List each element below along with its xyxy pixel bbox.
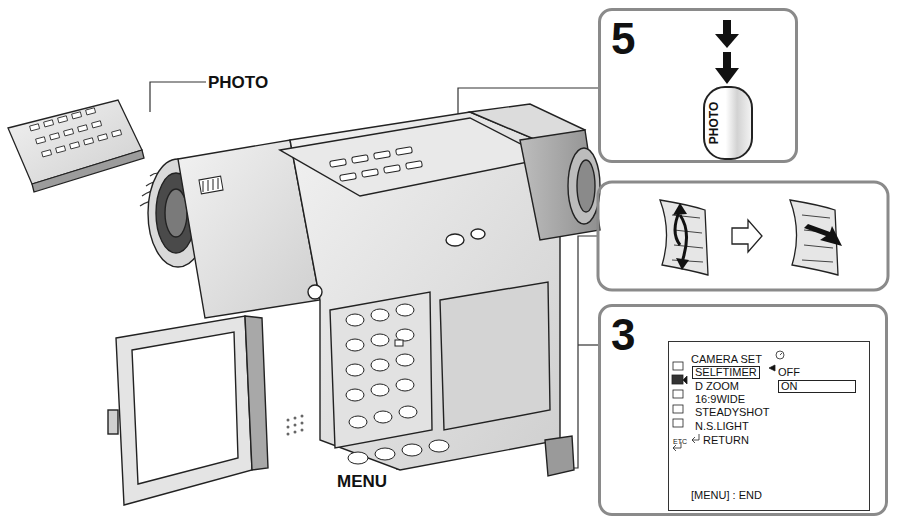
- menu-item: SELFTIMER: [692, 366, 760, 379]
- step-number: 5: [611, 17, 635, 61]
- menu-icons: [672, 351, 784, 451]
- menu-item: N.S.LIGHT: [695, 421, 749, 432]
- menu-option: ON: [778, 380, 856, 393]
- callout-label: PHOTO: [208, 74, 268, 91]
- step-panel: PHOTO 5: [598, 8, 798, 163]
- menu-screen: CAMERA SETSELFTIMER OFF ON D ZOOM 16:9WIDE ST…: [668, 341, 870, 511]
- menu-item: D ZOOM: [695, 381, 739, 392]
- menu-item: STEADYSHOT: [695, 407, 770, 418]
- menu-item: 16:9WIDE: [695, 394, 745, 405]
- photo-button: PHOTO: [703, 86, 753, 160]
- lcd-panel: [108, 316, 268, 505]
- step-number: 3: [611, 313, 635, 357]
- callout-label: MENU: [337, 473, 387, 490]
- menu-item: RETURN: [703, 435, 749, 446]
- step-panel: CAMERA SETSELFTIMER OFF ON D ZOOM 16:9WIDE ST…: [598, 304, 888, 516]
- dial-panel: [598, 182, 888, 290]
- menu-hint: [MENU] : END: [691, 490, 762, 501]
- menu-title: CAMERA SET: [691, 354, 762, 365]
- menu-icon-label: ETC: [673, 438, 687, 445]
- press-arrows: [715, 20, 739, 84]
- menu-option: OFF: [778, 367, 800, 378]
- button-label: PHOTO: [708, 102, 720, 144]
- remote-control: [8, 100, 144, 192]
